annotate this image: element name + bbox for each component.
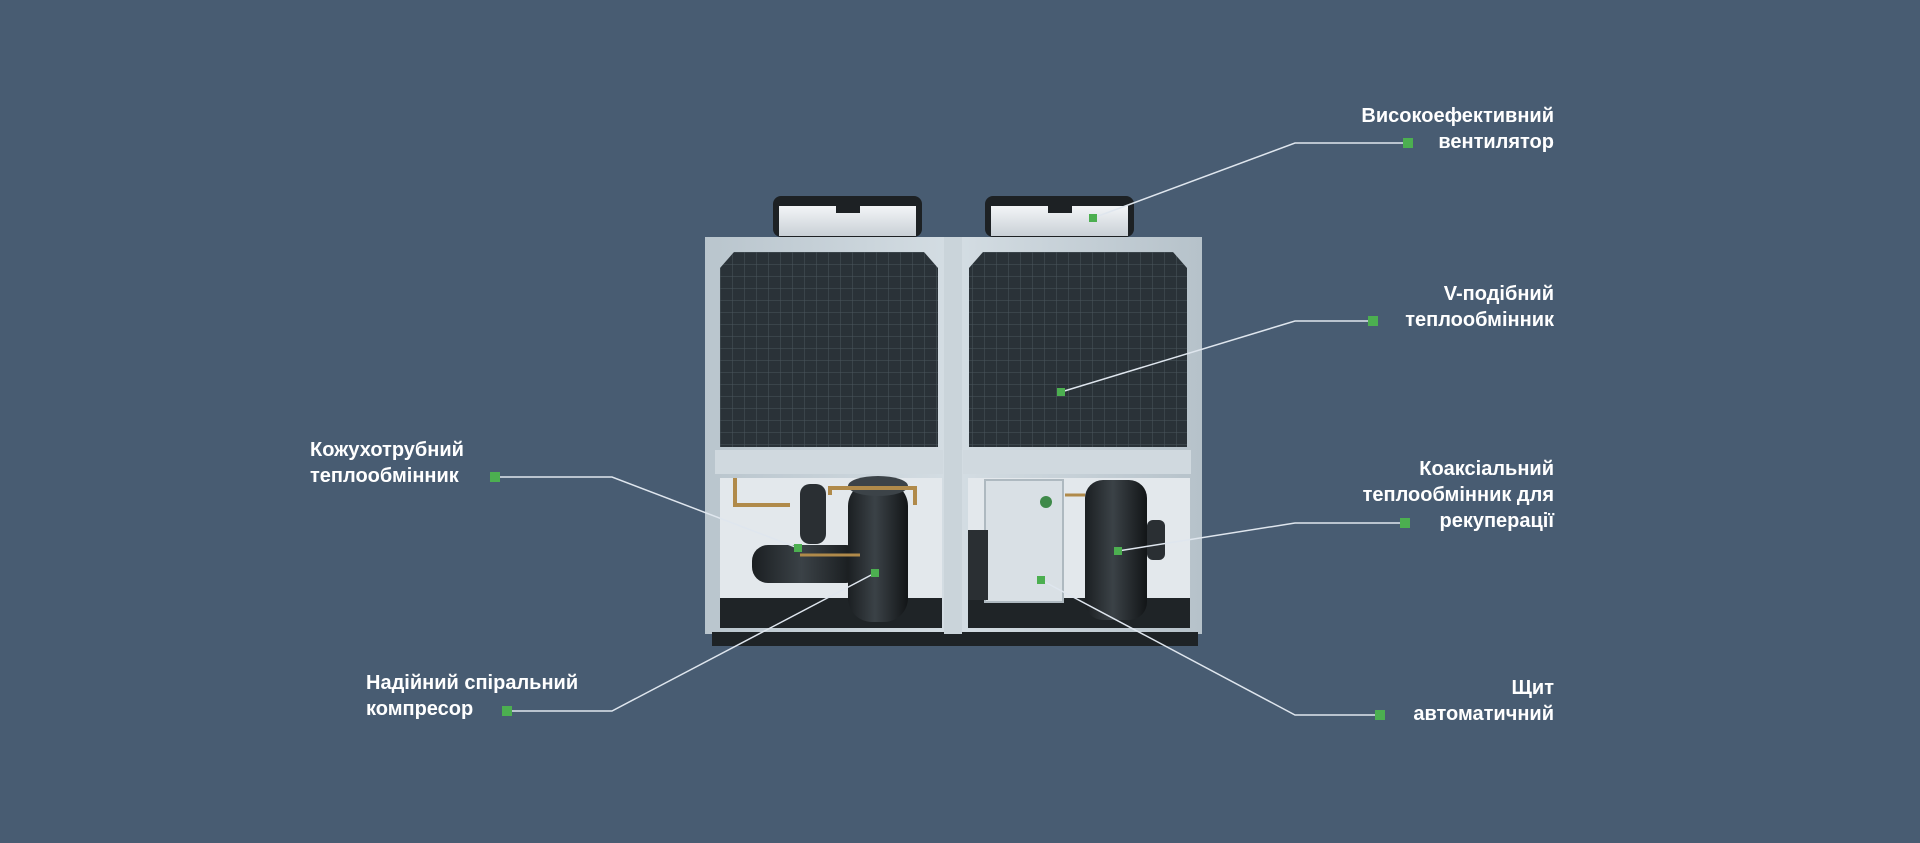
coil-grille-right bbox=[969, 252, 1187, 447]
callout-v-exchanger: V-подібний теплообмінник bbox=[1405, 281, 1554, 333]
callout-shell-tube-line-1: Кожухотрубний bbox=[310, 439, 464, 461]
callout-fan-line-1: Високоефективний bbox=[1361, 105, 1554, 127]
callout-v-exchanger-line-2: теплообмінник bbox=[1405, 309, 1554, 331]
callout-coaxial-line-3: рекуперації bbox=[1439, 510, 1555, 532]
callout-coaxial-line-2: теплообмінник для bbox=[1362, 484, 1554, 506]
callout-compressor-line-2: компресор bbox=[366, 698, 474, 720]
callout-coaxial-line-1: Коаксіальний bbox=[1419, 458, 1554, 480]
control-panel-box bbox=[984, 479, 1064, 603]
callout-coaxial: Коаксіальний теплообмінник для рекуперац… bbox=[1363, 456, 1554, 534]
callout-control-panel: Щит автоматичний bbox=[1413, 675, 1554, 727]
fan-housing-left bbox=[773, 196, 922, 237]
callout-v-exchanger-line-1: V-подібний bbox=[1443, 283, 1554, 305]
callout-fan: Високоефективний вентилятор bbox=[1361, 103, 1554, 155]
fan-housing-right bbox=[985, 196, 1134, 237]
callout-fan-line-2: вентилятор bbox=[1438, 131, 1554, 153]
callout-compressor-line-1: Надійний спіральний bbox=[366, 672, 579, 694]
coil-grille-left bbox=[720, 252, 938, 447]
callout-control-panel-line-1: Щит bbox=[1511, 677, 1554, 699]
callout-shell-tube-line-2: теплообмінник bbox=[310, 465, 459, 487]
scroll-compressor bbox=[848, 476, 908, 622]
callout-shell-tube: Кожухотрубний теплообмінник bbox=[310, 437, 464, 489]
callout-compressor: Надійний спіральний компресор bbox=[366, 670, 578, 722]
callout-control-panel-line-2: автоматичний bbox=[1413, 703, 1554, 725]
